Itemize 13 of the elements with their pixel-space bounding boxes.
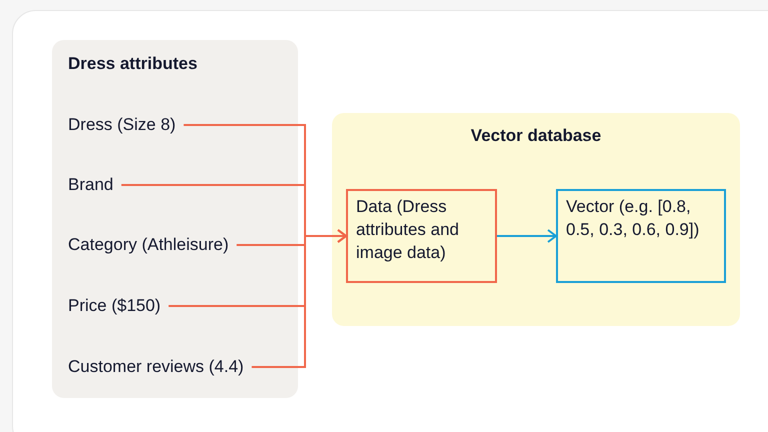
panel-heading: Dress attributes	[68, 53, 198, 75]
attribute-label: Customer reviews (4.4)	[68, 355, 252, 379]
database-panel	[332, 113, 740, 326]
attribute-label: Category (Athleisure)	[68, 233, 237, 257]
vector-box: Vector (e.g. [0.8, 0.5, 0.3, 0.6, 0.9])	[556, 189, 726, 283]
attribute-label: Price ($150)	[68, 294, 169, 318]
attribute-label: Dress (Size 8)	[68, 113, 184, 137]
attributes-panel	[52, 40, 298, 398]
arrow	[252, 229, 347, 368]
arrow	[497, 229, 557, 243]
panel-heading: Vector database	[470, 125, 602, 147]
attribute-label: Brand	[68, 173, 122, 197]
data-box: Data (Dress attributes and image data)	[346, 189, 497, 283]
